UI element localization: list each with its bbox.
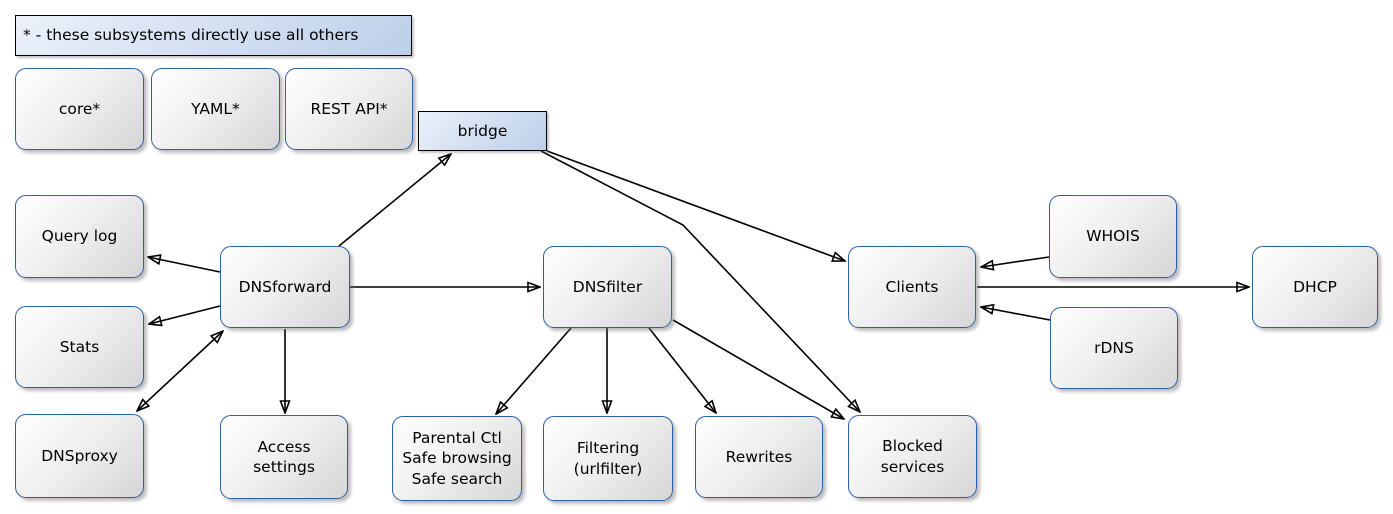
node-clients: Clients [848, 246, 976, 328]
edge-dnsforward-dnsproxy [137, 331, 223, 411]
node-rest-api: REST API* [285, 68, 413, 150]
node-dnsforward: DNSforward [220, 246, 350, 328]
edge-rdns-clients [981, 307, 1051, 321]
node-query-log: Query log [15, 195, 144, 278]
edge-dnsforward-stats [149, 305, 221, 324]
edge-dnsfilter-rewrites [648, 327, 716, 413]
node-parental: Parental Ctl Safe browsing Safe search [392, 416, 522, 501]
node-rdns: rDNS [1050, 307, 1178, 389]
edge-dnsforward-query-log [148, 257, 221, 273]
legend-note: * - these subsystems directly use all ot… [15, 15, 412, 56]
edge-dnsfilter-parental [496, 327, 572, 414]
node-stats: Stats [15, 306, 144, 388]
edge-whois-clients [981, 256, 1050, 267]
edge-dnsfilter-blocked-services [672, 319, 844, 419]
node-whois: WHOIS [1049, 195, 1177, 278]
node-filtering: Filtering (urlfilter) [543, 416, 673, 501]
node-blocked-services: Blocked services [848, 415, 977, 498]
node-access-settings: Access settings [220, 415, 348, 499]
edge-bridge-clients [546, 150, 845, 261]
node-dnsproxy: DNSproxy [15, 414, 144, 498]
node-rewrites: Rewrites [695, 416, 823, 498]
node-dhcp: DHCP [1252, 246, 1378, 328]
node-dnsfilter: DNSfilter [543, 246, 672, 328]
node-core: core* [15, 68, 144, 150]
edge-dnsforward-bridge [338, 154, 451, 247]
node-yaml: YAML* [151, 68, 280, 150]
node-bridge: bridge [418, 111, 547, 151]
